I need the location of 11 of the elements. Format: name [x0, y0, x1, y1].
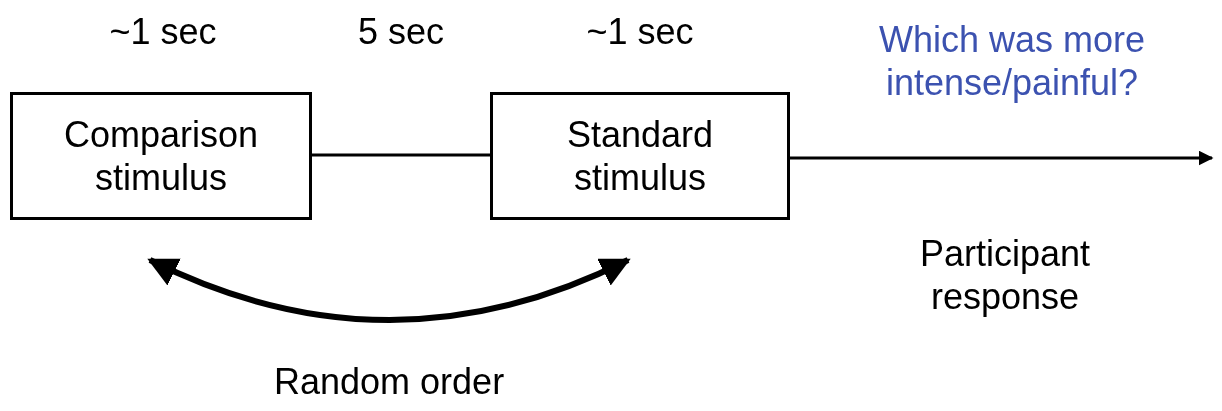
- edge-label: 5 sec: [358, 10, 445, 54]
- question-text: Which was more intense/painful?: [877, 18, 1147, 105]
- stimulus-box: Comparison stimulus: [10, 92, 312, 220]
- duration-label: ~1 sec: [109, 10, 217, 54]
- double-arrow: [147, 257, 631, 323]
- arrow: [790, 150, 1214, 166]
- stimulus-box: Standard stimulus: [490, 92, 790, 220]
- response-label: Participant response: [918, 232, 1092, 319]
- connector-line: [312, 153, 490, 157]
- edge-label: Random order: [274, 360, 505, 404]
- duration-label: ~1 sec: [586, 10, 694, 54]
